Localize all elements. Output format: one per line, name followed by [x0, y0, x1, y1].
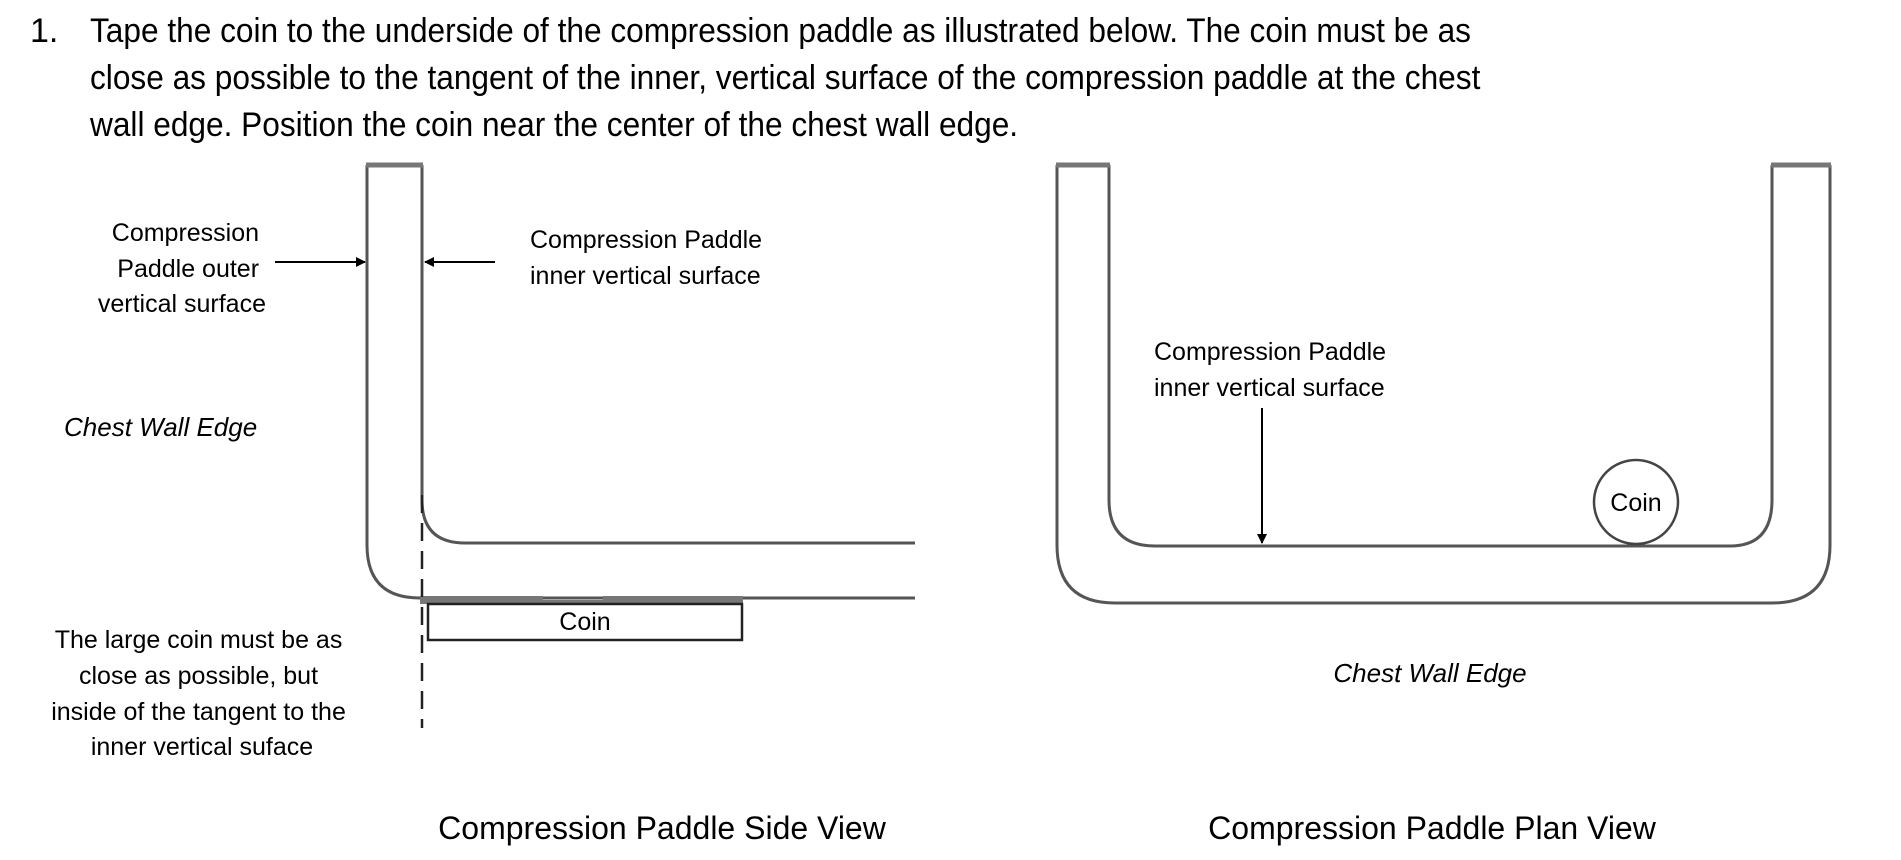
step-number: 1. — [30, 12, 59, 50]
plan-paddle-outer — [1055, 165, 1832, 605]
instruction-line: wall edge. Position the coin near the ce… — [90, 106, 1019, 144]
note-line: The large coin must be as — [55, 626, 343, 654]
instruction-text: Tape the coin to the underside of the co… — [90, 8, 1727, 149]
outer-surface-label-line: Paddle outer — [117, 255, 259, 283]
inner-surface-label-line: inner vertical surface — [530, 262, 761, 290]
coin-side-shape — [426, 602, 744, 642]
paddle-inner-profile — [420, 165, 915, 545]
inner-surface-label: Compression Paddle inner vertical surfac… — [530, 226, 769, 290]
plan-inner-surface-label: Compression Paddle inner vertical surfac… — [1154, 338, 1393, 402]
outer-surface-label: Compression Paddle outer vertical surfac… — [98, 219, 266, 318]
outer-surface-label-line: Compression — [112, 219, 259, 247]
outer-surface-label-line: vertical surface — [98, 290, 266, 318]
plan-inner-surface-label-line: inner vertical surface — [1154, 374, 1385, 402]
plan-view: Coin Compression Paddle inner vertical s… — [1055, 162, 1832, 846]
plan-view-caption: Compression Paddle Plan View — [1208, 810, 1657, 846]
paddle-outer-profile — [365, 165, 915, 600]
inner-surface-callout: Compression Paddle inner vertical surfac… — [424, 226, 769, 290]
note-line: inside of the tangent to the — [51, 698, 346, 726]
note-line: inner vertical suface — [91, 733, 313, 761]
plan-chest-wall-label: Chest Wall Edge — [1333, 658, 1526, 688]
note-line: close as possible, but — [79, 662, 318, 690]
side-chest-wall-label: Chest Wall Edge — [64, 412, 257, 442]
side-view-caption: Compression Paddle Side View — [438, 810, 887, 846]
coin-side-label: Coin — [559, 608, 610, 636]
inner-surface-label-line: Compression Paddle — [530, 226, 762, 254]
coin-plan-label: Coin — [1610, 489, 1661, 517]
coin-placement-note: The large coin must be as close as possi… — [51, 626, 353, 761]
plan-inner-surface-label-line: Compression Paddle — [1154, 338, 1386, 366]
tape-strip — [420, 596, 743, 604]
outer-surface-callout: Compression Paddle outer vertical surfac… — [98, 219, 366, 318]
side-view: Coin Compression Paddle outer vertical s… — [51, 162, 915, 846]
coin-plan-shape — [1592, 458, 1680, 546]
instruction-line: Tape the coin to the underside of the co… — [90, 12, 1472, 50]
instruction-line: close as possible to the tangent of the … — [90, 59, 1481, 97]
plan-paddle-inner — [1107, 165, 1774, 548]
